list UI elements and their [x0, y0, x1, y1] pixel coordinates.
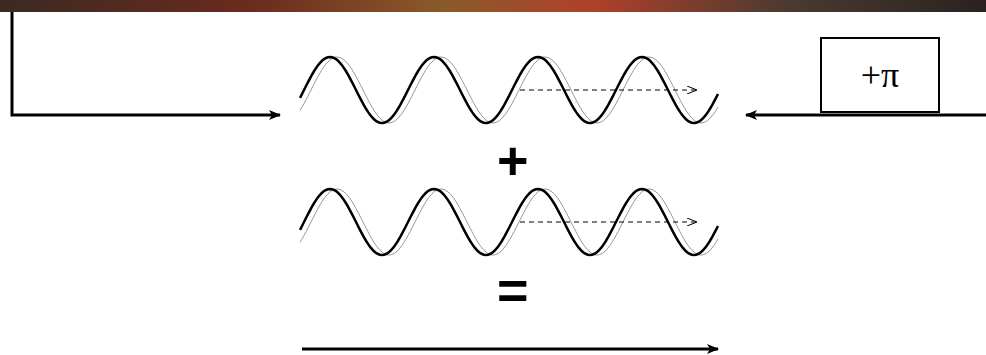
flat-result-line	[302, 348, 718, 351]
wave-shadow	[300, 189, 718, 255]
sine-wave	[300, 189, 718, 255]
propagation-arrow	[520, 222, 696, 223]
phase-label: +π	[861, 54, 899, 96]
photo-strip	[0, 0, 986, 12]
sine-wave	[300, 57, 718, 123]
plus-sign: +	[497, 133, 529, 187]
input-beam	[12, 12, 280, 115]
propagation-arrow	[520, 90, 696, 91]
shifted-beam	[746, 114, 986, 117]
phase-shift-box: +π	[820, 37, 940, 113]
wave-shadow	[300, 57, 718, 123]
equals-sign: =	[497, 263, 529, 317]
